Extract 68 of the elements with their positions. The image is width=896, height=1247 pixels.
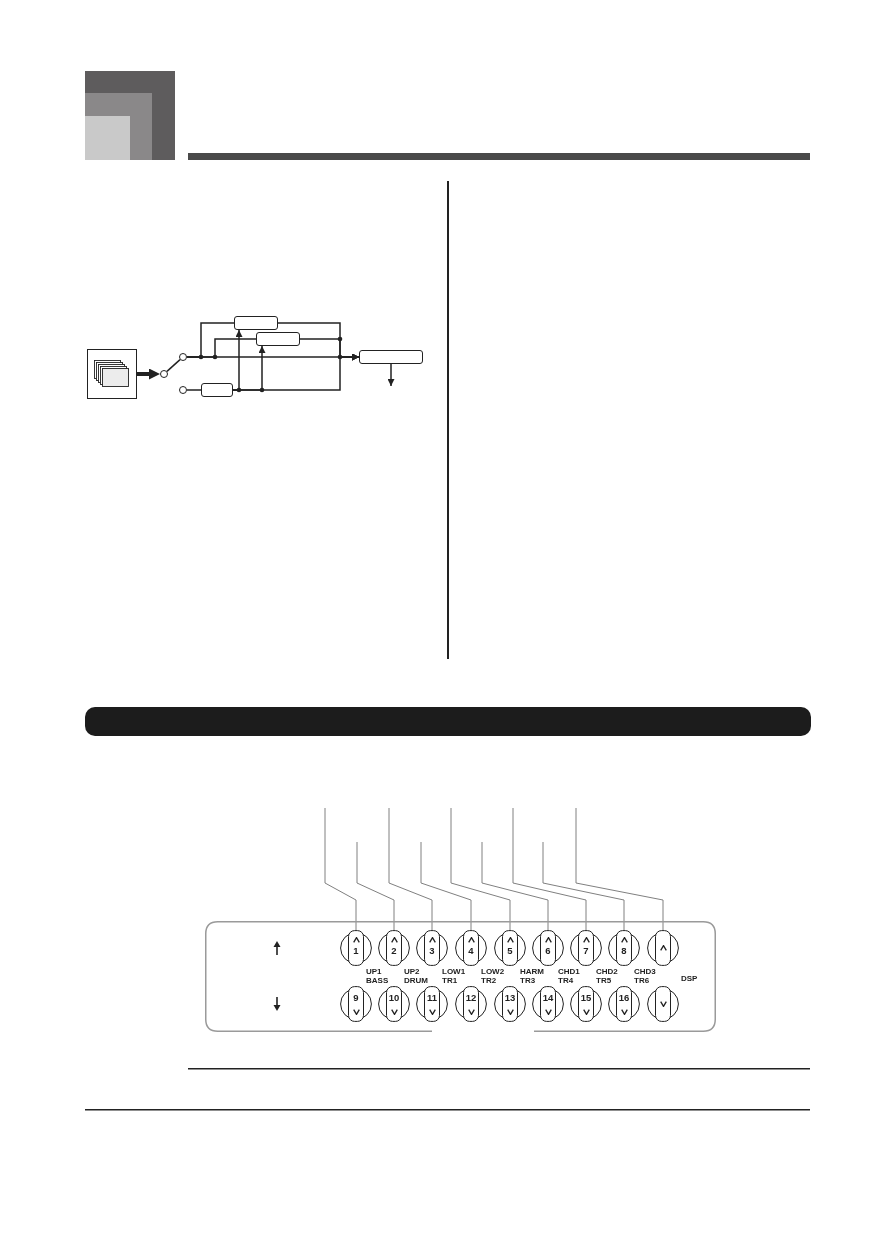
leader-line (450, 807, 511, 931)
panel-button (494, 930, 526, 966)
number-label: 10 (388, 993, 400, 1003)
terminal-circle (179, 386, 187, 394)
panel-button (378, 930, 410, 966)
panel-button (532, 930, 564, 966)
number-label: 14 (542, 993, 554, 1003)
panel-button (378, 986, 410, 1022)
panel-button (532, 986, 564, 1022)
panel-button (416, 930, 448, 966)
part-label: CHD1 TR4 (558, 967, 580, 985)
leader-line (356, 841, 395, 931)
picture-frame (87, 349, 137, 399)
number-label: 11 (427, 993, 437, 1003)
number-label: 5 (507, 946, 513, 956)
part-label: CHD2 TR5 (596, 967, 618, 985)
number-label: 9 (353, 993, 359, 1003)
arrow (387, 363, 395, 387)
leader-line (481, 841, 549, 931)
leader-line (512, 807, 587, 931)
leader-line (420, 841, 472, 931)
panel-button (647, 986, 679, 1022)
leader-line (575, 807, 664, 931)
number-label: 8 (621, 946, 627, 956)
panel-button (340, 986, 372, 1022)
number-label: 12 (465, 993, 477, 1003)
part-label: UP2 DRUM (404, 967, 428, 985)
part-label: LOW2 TR2 (481, 967, 505, 985)
part-label: CHD3 TR6 (634, 967, 656, 985)
control-panel (205, 921, 716, 1032)
number-label: 6 (545, 946, 551, 956)
number-label: 4 (468, 946, 474, 956)
process-box (256, 332, 300, 346)
panel-button (455, 986, 487, 1022)
switch-lever (166, 358, 181, 373)
panel-button (416, 986, 448, 1022)
number-label: 7 (583, 946, 589, 956)
number-label: 13 (504, 993, 516, 1003)
leader-line (542, 841, 625, 931)
panel-button (494, 986, 526, 1022)
number-label: 16 (618, 993, 630, 1003)
process-box (201, 383, 233, 397)
terminal-circle (160, 370, 168, 378)
heading-band (85, 707, 811, 736)
leader-line (388, 807, 433, 931)
number-label: 1 (353, 946, 359, 956)
panel-button (340, 930, 372, 966)
panel-button (455, 930, 487, 966)
panel-button (570, 986, 602, 1022)
arrow (232, 353, 360, 391)
number-label: 3 (429, 946, 435, 956)
leader-line (324, 807, 357, 931)
panel-button (647, 930, 679, 966)
part-label: HARM TR3 (520, 967, 544, 985)
connector-line (186, 389, 202, 391)
part-label: UP1 BASS (366, 967, 389, 985)
panel-button (608, 986, 640, 1022)
connector-line (186, 338, 257, 358)
arrow (137, 368, 160, 380)
part-label: DSP (681, 974, 698, 983)
part-label: LOW1 TR1 (442, 967, 466, 985)
panel-button (570, 930, 602, 966)
panel-button (608, 930, 640, 966)
number-label: 2 (391, 946, 397, 956)
process-box (234, 316, 278, 330)
number-label: 15 (580, 993, 592, 1003)
process-box (359, 350, 423, 364)
terminal-circle (179, 353, 187, 361)
